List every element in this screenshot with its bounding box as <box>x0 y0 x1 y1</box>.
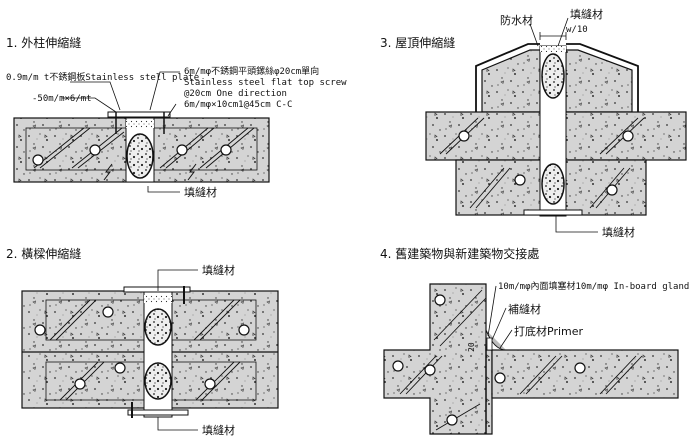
label-screw: 6m/mφ不銹鋼平頭鏍絲φ20cm單向 <box>184 65 319 77</box>
section-3-title: 3. 屋頂伸縮縫 <box>380 35 455 50</box>
section-4-old-new-junction: 4. 舊建築物與新建築物交接處 10m/mφ內面填塞材10m/mφ In-boa… <box>380 246 690 435</box>
label-screw-en: Stainless steel flat top screw <box>184 78 347 88</box>
label-anchor: 6m/mφ×10cm1@45cm C-C <box>184 100 292 110</box>
label-filler-bottom: 填縫材 <box>602 225 635 239</box>
section-3-roof-joint: 3. 屋頂伸縮縫 防水材 填縫材 <box>380 7 687 239</box>
stainless-plate <box>107 111 171 118</box>
label-filler-top: 填縫材 <box>570 7 603 21</box>
section-2-beam-joint: 2. 橫樑伸縮縫 填縫材 填縫材 <box>6 246 279 437</box>
label-plate-size: -50m/m×6/mt <box>32 94 92 104</box>
section-1-exterior-column-joint: 1. 外柱伸縮縫 0.9m/m t不 <box>6 35 347 199</box>
waterproof-layer <box>475 43 540 112</box>
new-building-slab <box>491 349 679 399</box>
section-1-title: 1. 外柱伸縮縫 <box>6 35 81 50</box>
backer-rod <box>126 133 154 179</box>
label-stainless-plate: 0.9m/m t不銹鋼板Stainless stell plate <box>6 71 199 83</box>
label-caulk: 補縫材 <box>508 302 541 316</box>
label-depth: 20 <box>467 342 476 352</box>
label-filler-bottom: 填縫材 <box>202 423 235 437</box>
label-gap-width: w/10 <box>566 25 588 35</box>
old-building-concrete <box>383 283 493 435</box>
label-waterproof: 防水材 <box>500 13 533 27</box>
label-filler: 填縫材 <box>184 185 217 199</box>
label-screw-en-2: @20cm One direction <box>184 89 287 99</box>
section-2-title: 2. 橫樑伸縮縫 <box>6 246 81 261</box>
label-primer: 打底材Primer <box>514 324 584 338</box>
label-filler-top: 填縫材 <box>202 263 235 277</box>
section-4-title: 4. 舊建築物與新建築物交接處 <box>380 246 539 261</box>
label-in-board-glands: 10m/mφ內面填塞材10m/mφ In-board glands <box>498 280 690 292</box>
